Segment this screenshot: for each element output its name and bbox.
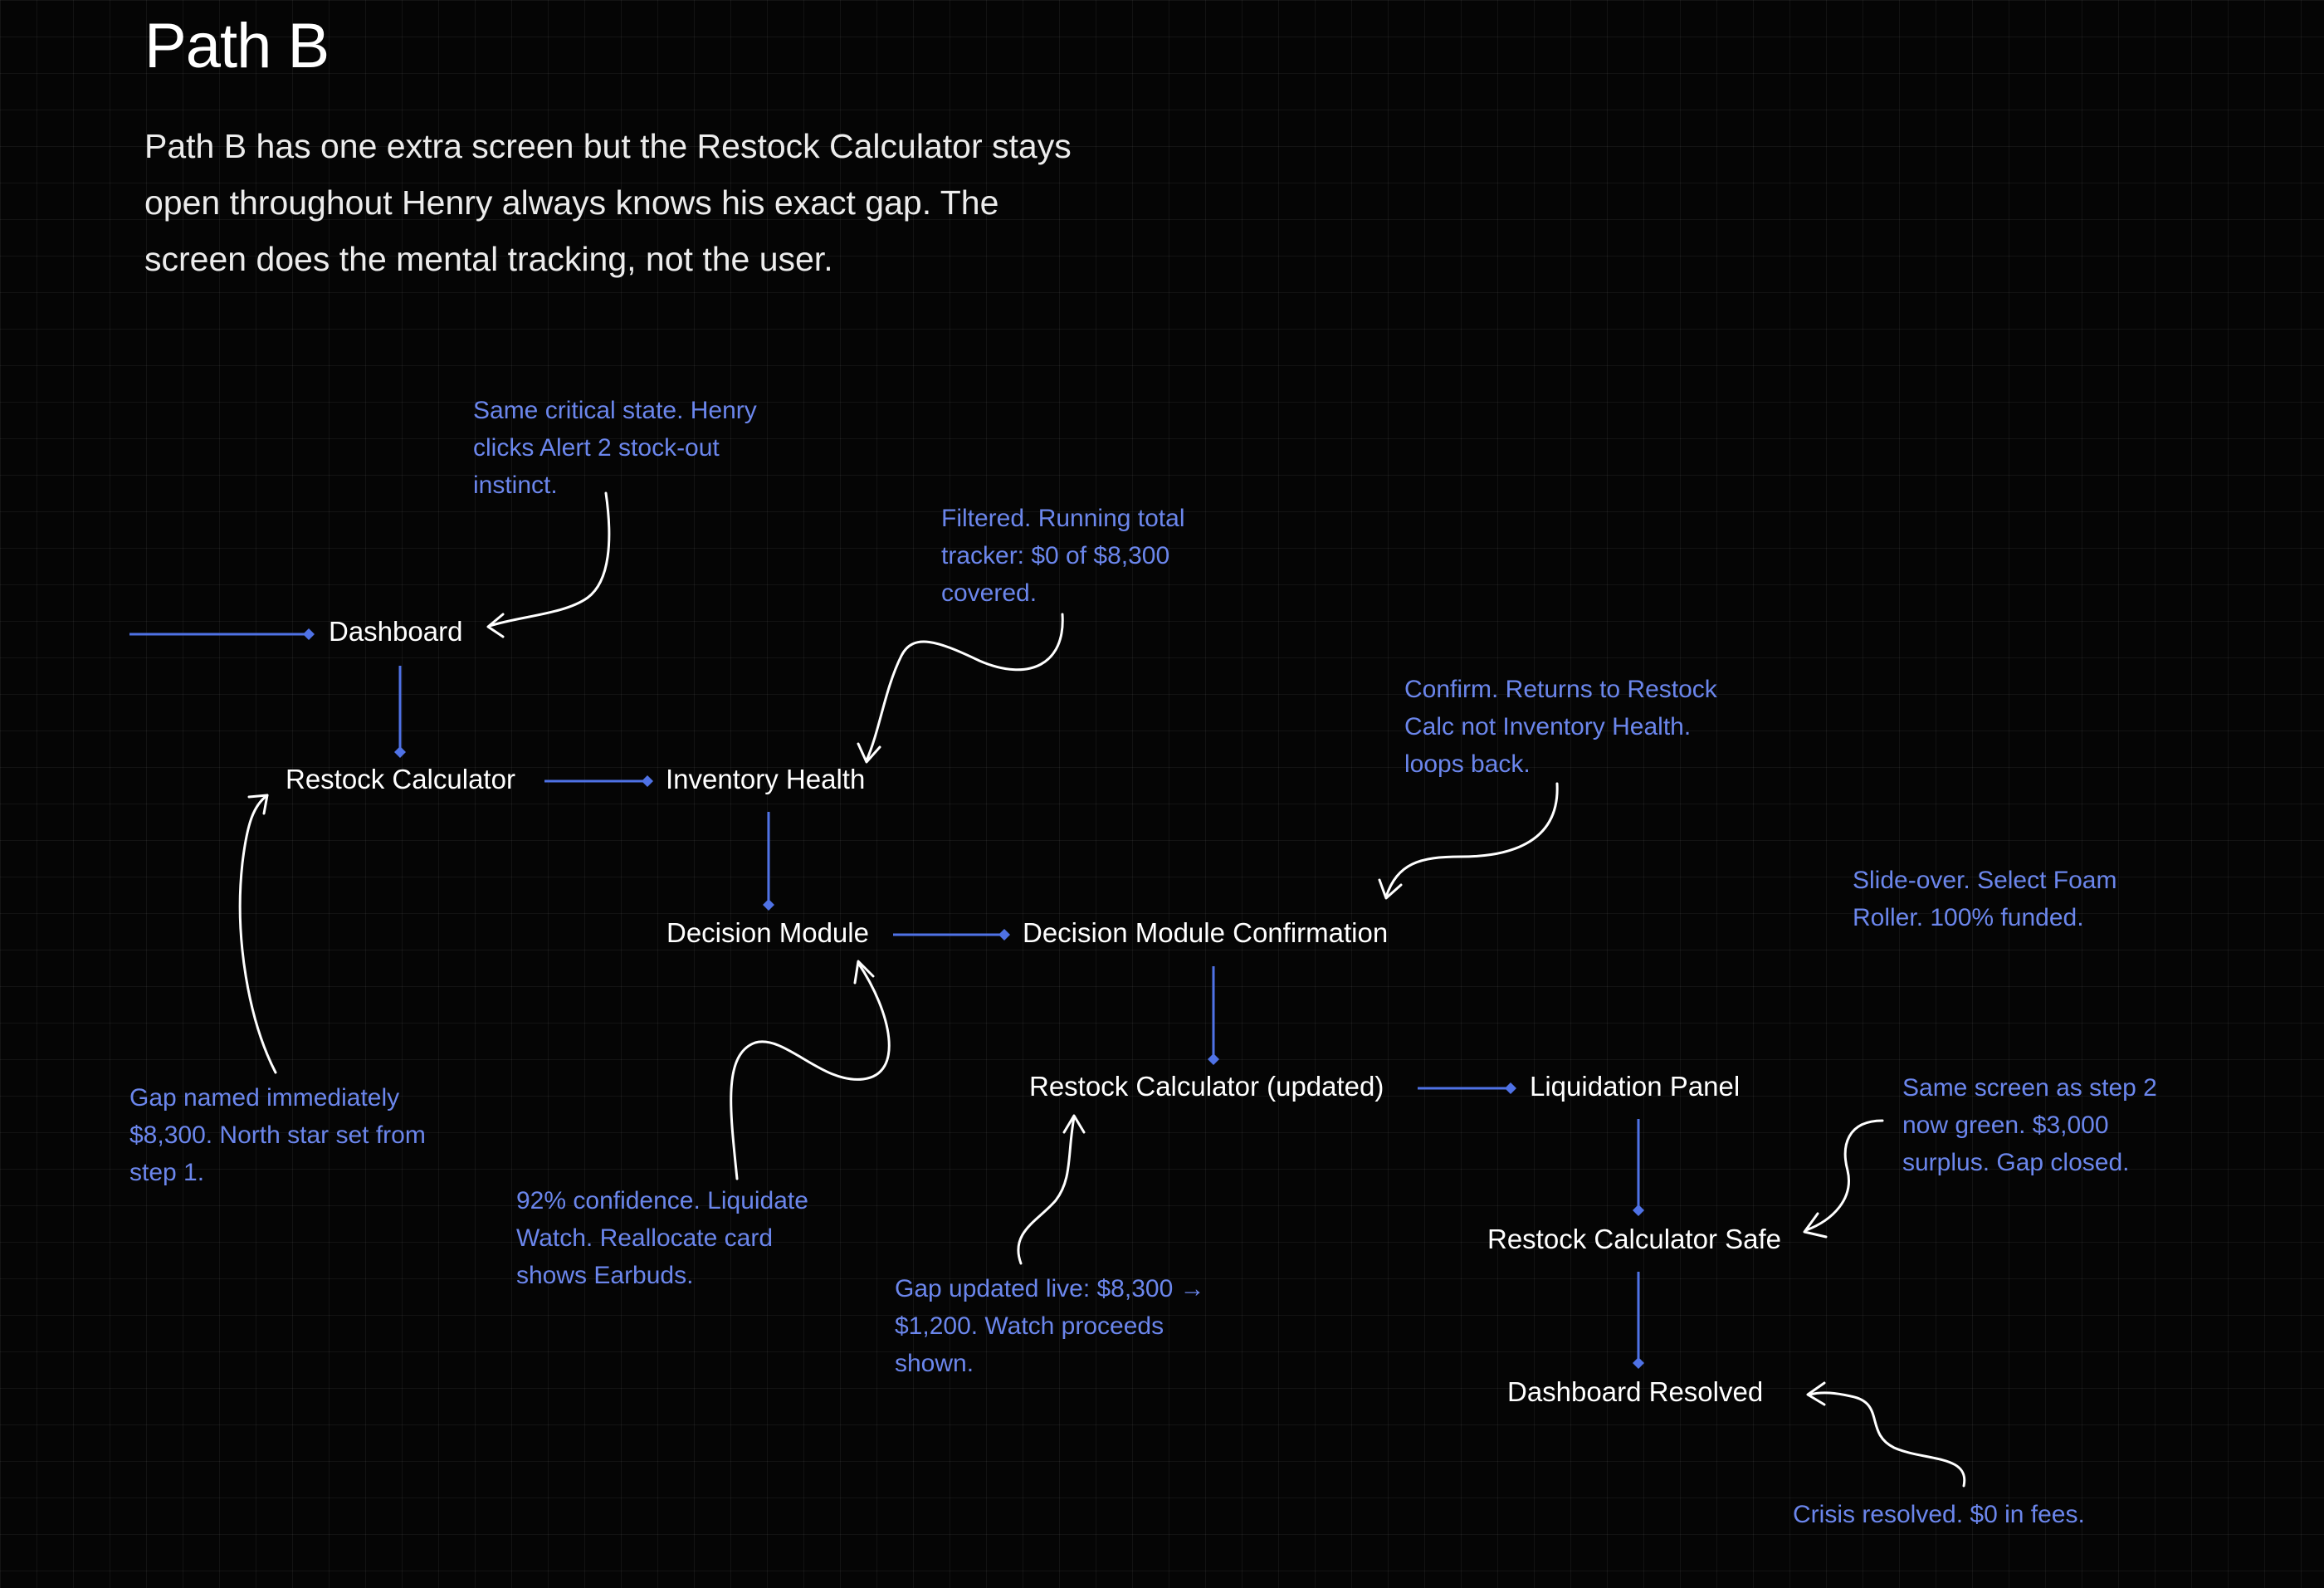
annotation-line: Crisis resolved. $0 in fees. xyxy=(1793,1501,2085,1528)
description-line: open throughout Henry always knows his e… xyxy=(144,183,999,222)
page-description: Path B has one extra screen but the Rest… xyxy=(144,118,1240,287)
annotation-line: step 1. xyxy=(129,1159,205,1186)
annotation-line: Watch. Reallocate card xyxy=(516,1224,774,1252)
node-liquidation-panel: Liquidation Panel xyxy=(1530,1071,1741,1102)
arrowhead xyxy=(247,794,269,815)
annotation-dashboard: Same critical state. Henry clicks Alert … xyxy=(473,392,757,504)
arrowhead xyxy=(1378,878,1403,900)
annotation-line: $8,300. North star set from xyxy=(129,1121,426,1149)
annotation-line: shows Earbuds. xyxy=(516,1262,694,1289)
annotation-line: $1,200. Watch proceeds xyxy=(895,1312,1164,1340)
curved-arrow-restock-note xyxy=(238,794,277,1074)
node-decision-module-confirmation: Decision Module Confirmation xyxy=(1023,917,1389,948)
arrowhead xyxy=(853,960,875,985)
curved-arrow-decision-note xyxy=(730,961,891,1180)
annotation-liquidation-panel: Slide-over. Select Foam Roller. 100% fun… xyxy=(1853,862,2116,936)
annotation-line: Gap named immediately xyxy=(129,1084,400,1112)
arrowhead xyxy=(1062,1114,1086,1134)
annotation-line: Same screen as step 2 xyxy=(1902,1074,2157,1102)
annotation-line: covered. xyxy=(941,579,1038,607)
annotation-line: Roller. 100% funded. xyxy=(1853,904,2084,931)
node-decision-module: Decision Module xyxy=(666,917,869,948)
annotation-inventory-health: Filtered. Running total tracker: $0 of $… xyxy=(941,500,1185,612)
description-line: Path B has one extra screen but the Rest… xyxy=(144,127,1072,165)
node-inventory-health: Inventory Health xyxy=(666,764,866,794)
node-restock-calculator: Restock Calculator xyxy=(286,764,515,794)
node-dashboard-resolved: Dashboard Resolved xyxy=(1507,1376,1764,1407)
node-restock-calculator-safe: Restock Calculator Safe xyxy=(1487,1224,1781,1254)
annotation-line: now green. $3,000 xyxy=(1902,1112,2109,1139)
curved-arrow-safe-note xyxy=(1804,1119,1884,1232)
annotation-line: instinct. xyxy=(473,472,558,499)
annotation-line: 92% confidence. Liquidate xyxy=(516,1187,808,1214)
annotation-line: Calc not Inventory Health. xyxy=(1404,713,1692,740)
annotation-line: shown. xyxy=(895,1350,974,1377)
node-restock-calculator-updated: Restock Calculator (updated) xyxy=(1029,1071,1384,1102)
annotation-restock-calculator-updated: Gap updated live: $8,300 → $1,200. Watch… xyxy=(895,1270,1205,1382)
annotation-line: surplus. Gap closed. xyxy=(1902,1149,2130,1176)
annotation-line: Same critical state. Henry xyxy=(473,397,757,424)
curved-arrow-dashboard-note xyxy=(488,491,611,628)
annotation-line: clicks Alert 2 stock-out xyxy=(473,434,720,462)
curved-arrow-confirmation-note xyxy=(1384,782,1559,898)
description-line: screen does the mental tracking, not the… xyxy=(144,240,833,278)
annotation-decision-module-confirmation: Confirm. Returns to Restock Calc not Inv… xyxy=(1404,671,1717,783)
annotation-line: Gap updated live: $8,300 → xyxy=(895,1275,1205,1302)
annotation-dashboard-resolved: Crisis resolved. $0 in fees. xyxy=(1793,1496,2085,1533)
annotation-line: loops back. xyxy=(1404,750,1531,778)
arrowhead xyxy=(486,613,505,638)
arrowhead xyxy=(857,742,881,764)
curved-arrow-restock-updated-note xyxy=(1017,1116,1076,1265)
node-dashboard: Dashboard xyxy=(329,616,463,647)
annotation-restock-calculator-safe: Same screen as step 2 now green. $3,000 … xyxy=(1902,1069,2157,1181)
annotation-restock-calculator: Gap named immediately $8,300. North star… xyxy=(129,1079,426,1191)
curved-arrow-resolved-note xyxy=(1808,1391,1966,1488)
arrowhead xyxy=(1803,1212,1828,1239)
annotation-line: Confirm. Returns to Restock xyxy=(1404,676,1717,703)
page-title: Path B xyxy=(144,11,330,81)
annotation-decision-module: 92% confidence. Liquidate Watch. Realloc… xyxy=(516,1182,808,1294)
annotation-line: tracker: $0 of $8,300 xyxy=(941,542,1170,569)
annotation-line: Slide-over. Select Foam xyxy=(1853,867,2117,894)
annotation-line: Filtered. Running total xyxy=(941,505,1185,532)
arrowhead xyxy=(1806,1381,1826,1406)
curved-arrow-inventory-note xyxy=(865,613,1064,762)
